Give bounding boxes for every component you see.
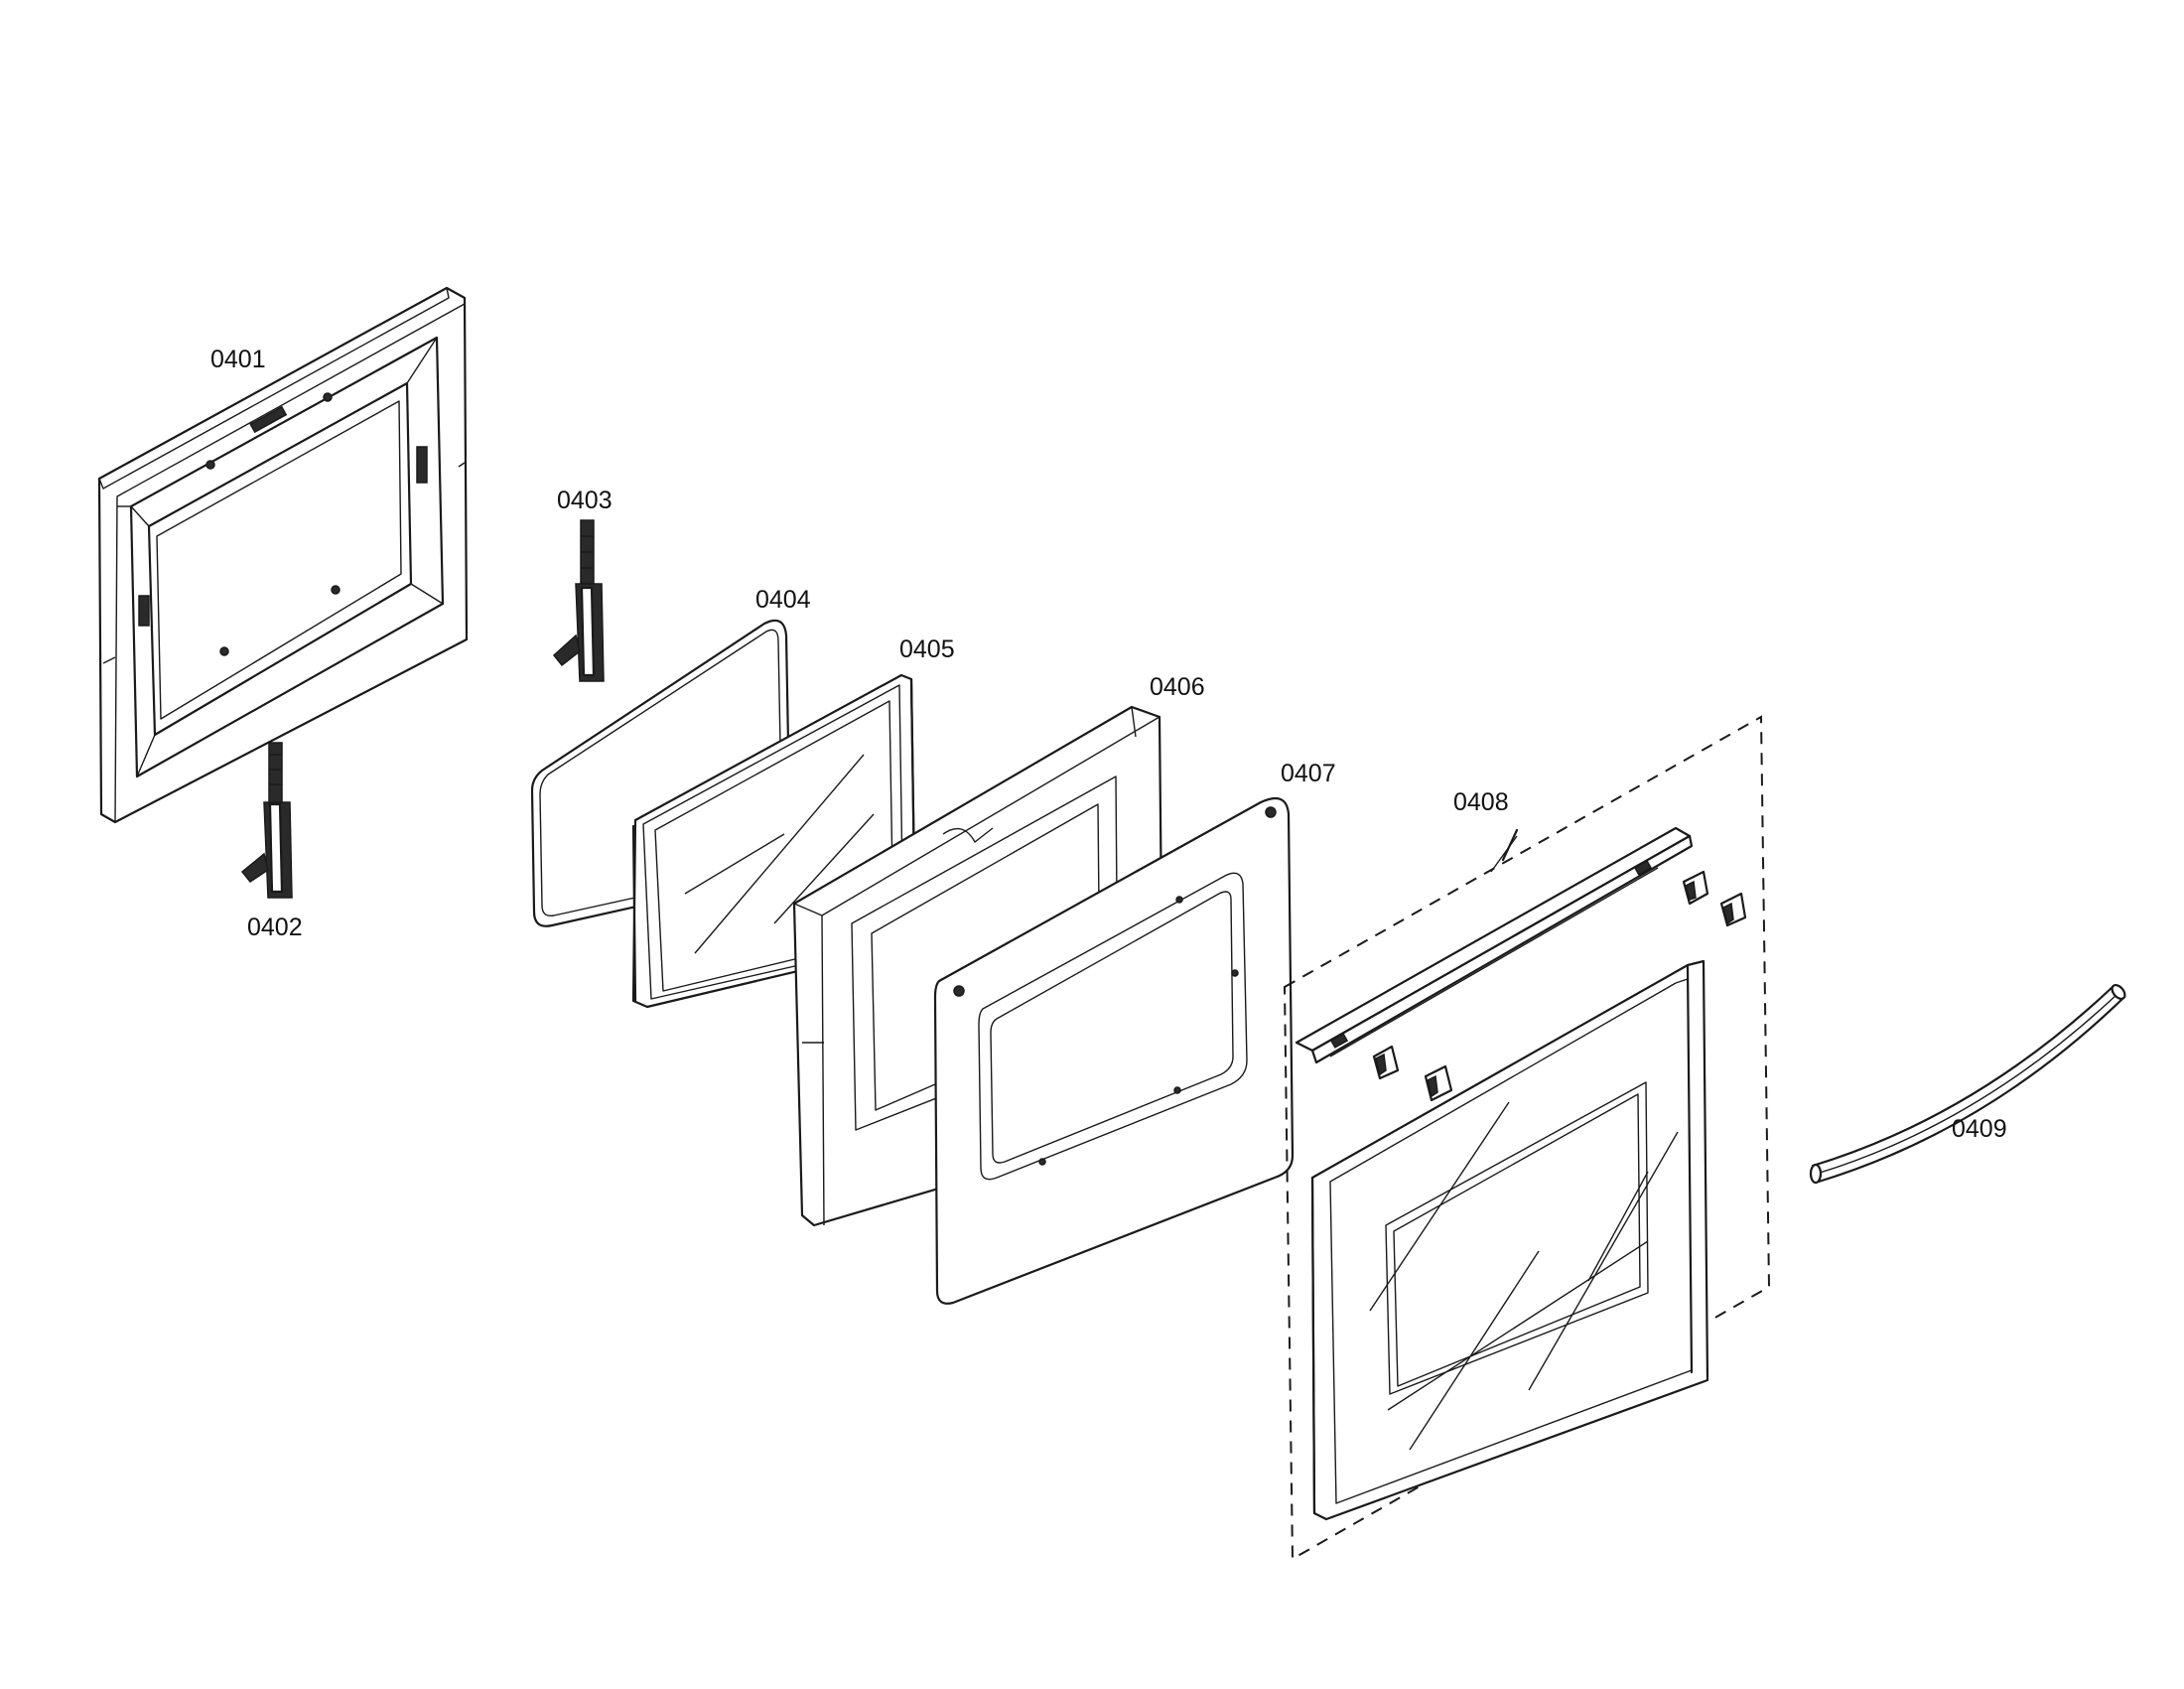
part-label-0404: 0404 — [755, 586, 811, 614]
part-label-0401: 0401 — [210, 346, 266, 373]
leader-line-0408 — [1490, 835, 1518, 873]
part-0401-inner-door-frame — [97, 286, 469, 824]
part-0403-upper-hinge — [552, 519, 605, 682]
part-label-0403: 0403 — [557, 487, 613, 514]
part-0409-door-handle — [1809, 983, 2126, 1185]
part-label-0408: 0408 — [1453, 788, 1509, 816]
part-label-0405: 0405 — [899, 635, 955, 663]
part-0407-inner-door-panel — [933, 796, 1295, 1305]
part-0402-lower-hinge — [240, 742, 293, 899]
part-label-0407: 0407 — [1281, 760, 1336, 787]
part-label-0406: 0406 — [1150, 673, 1205, 701]
part-label-0402: 0402 — [247, 914, 303, 941]
part-label-0409: 0409 — [1952, 1115, 2007, 1143]
part-0408-outer-door-assembly — [1283, 715, 1771, 1561]
